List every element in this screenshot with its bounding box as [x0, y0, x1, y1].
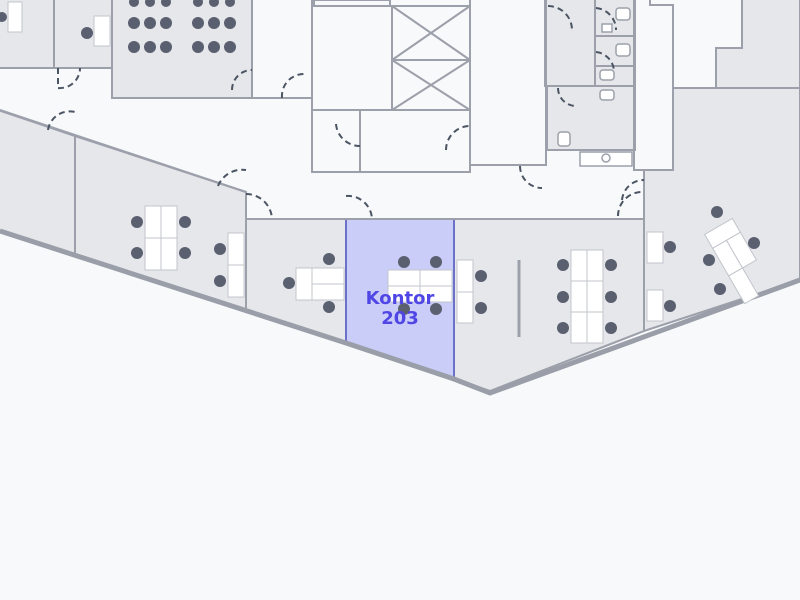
room-label-name: Kontor: [366, 288, 435, 309]
chairs: [0, 0, 760, 334]
door-15: [617, 191, 643, 217]
door-4: [280, 72, 305, 99]
door-2: [47, 110, 76, 131]
wc-fixtures: [557, 7, 633, 167]
room-right-block[interactable]: [715, 0, 800, 89]
door-3: [231, 69, 253, 91]
door-5: [217, 168, 247, 187]
door-14: [557, 87, 577, 107]
room-label-number: 203: [381, 308, 419, 329]
door-7: [345, 194, 373, 220]
door-10: [519, 165, 543, 189]
outer-wall: [0, 228, 800, 396]
door-1: [57, 67, 82, 90]
room-top-right-a[interactable]: [544, 0, 596, 87]
elevator-shafts: [391, 5, 471, 111]
door-8: [335, 123, 361, 148]
desks: [7, 1, 760, 344]
door-6: [245, 193, 273, 220]
stair-top: [313, 0, 391, 7]
partitions: [0, 109, 645, 337]
door-12: [595, 7, 618, 31]
door-11: [547, 5, 573, 31]
door-16: [621, 178, 645, 201]
doors: [47, 5, 645, 220]
door-13: [595, 51, 616, 73]
door-9: [445, 125, 471, 151]
